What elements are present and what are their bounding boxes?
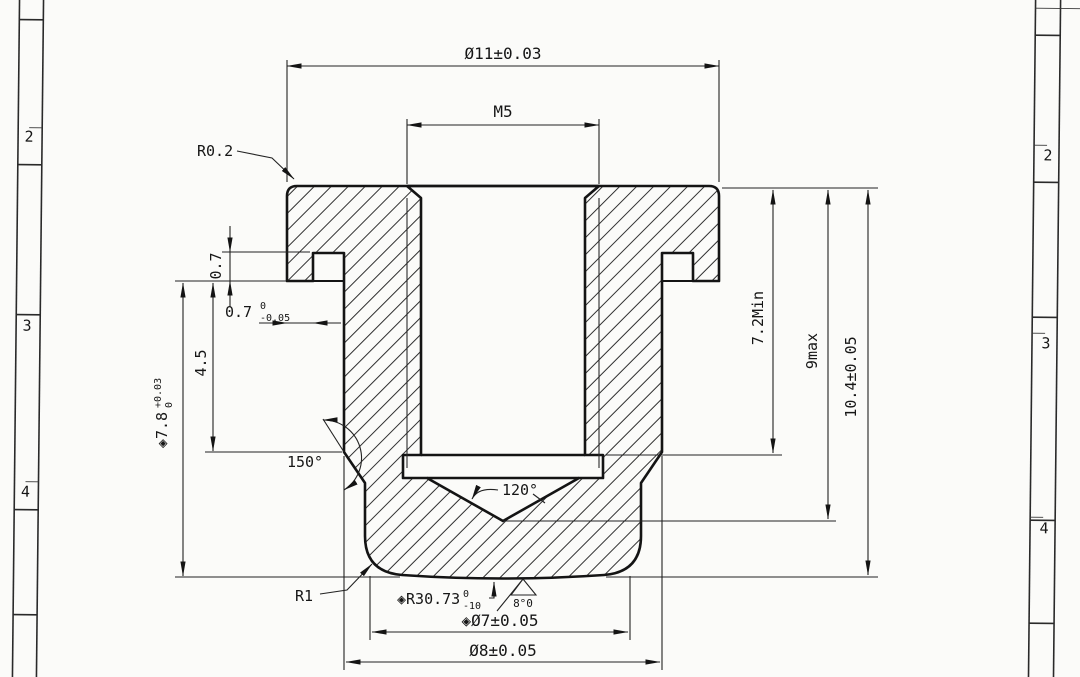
dim-label-body-height-value: ◈7.8 xyxy=(153,412,171,448)
dim-label-bottom-radius: R1 xyxy=(295,587,313,605)
dim-label-body-height: ◈7.8 +0.03 0 xyxy=(153,378,175,448)
dim-label-body-height-tol-upper: +0.03 xyxy=(153,378,164,408)
dimension-lines xyxy=(180,63,871,665)
angle-120-leader xyxy=(471,484,499,500)
angle-150-arc xyxy=(322,417,363,491)
surface-mark-symbol xyxy=(496,578,538,612)
dim-label-overall-height: 10.4±0.05 xyxy=(842,336,860,417)
dim-label-thread-depth: 7.2Min xyxy=(749,291,767,345)
zone-label-right-3: 3 xyxy=(1041,334,1050,352)
zone-label-left-3: 3 xyxy=(23,317,32,335)
zone-label-left-4: 4 xyxy=(21,483,30,501)
dim-label-corner-radius: R0.2 xyxy=(197,142,233,160)
leader-r1 xyxy=(319,563,373,595)
surface-note-label: 8°0 xyxy=(513,597,533,610)
zone-label-right-2: 2 xyxy=(1043,146,1052,164)
extension-lines xyxy=(175,60,878,670)
outer-profile xyxy=(285,184,721,580)
angle-120-tick xyxy=(532,493,546,504)
dim-label-notch-height: 0.7 xyxy=(207,252,225,279)
dim-label-body-height-tol-lower: 0 xyxy=(164,402,175,408)
sheet-border: 2 3 4 2 3 4 xyxy=(11,0,1080,677)
dim-label-drill-angle: 120° xyxy=(502,481,538,499)
dimension-labels: Ø11±0.03 M5 R0.2 0.7 0.7 0 -0.05 4.5 ◈7.… xyxy=(153,44,860,660)
dim-label-body-diameter: Ø8±0.05 xyxy=(469,641,536,660)
section-hatching xyxy=(287,186,719,579)
dim-label-sphere-radius-tol-lower: -10 xyxy=(463,601,481,612)
dim-label-step-depth: 4.5 xyxy=(192,349,210,376)
leader-lines xyxy=(236,150,546,612)
leader-r3073 xyxy=(489,581,497,599)
dim-label-lip-width-tol-upper: 0 xyxy=(260,301,266,312)
dim-label-top-diameter: Ø11±0.03 xyxy=(464,44,541,63)
zone-label-left-2: 2 xyxy=(24,128,33,146)
zone-label-right-4: 4 xyxy=(1039,519,1048,537)
dim-label-sphere-radius: ◈R30.73 xyxy=(397,590,460,608)
dim-label-pilot-diameter: ◈Ø7±0.05 xyxy=(461,611,538,630)
dim-label-thread: M5 xyxy=(493,102,512,121)
dim-label-sphere-radius-tol-upper: 0 xyxy=(463,589,469,600)
dim-label-lip-width: 0.7 xyxy=(225,303,252,321)
part-section xyxy=(285,184,721,580)
dim-label-lip-width-tol-lower: -0.05 xyxy=(260,313,290,324)
dim-label-flare-angle: 150° xyxy=(287,453,323,471)
thread-hole-profile xyxy=(401,184,605,523)
dim-label-drill-depth: 9max xyxy=(803,333,821,369)
leader-r02 xyxy=(236,150,295,180)
